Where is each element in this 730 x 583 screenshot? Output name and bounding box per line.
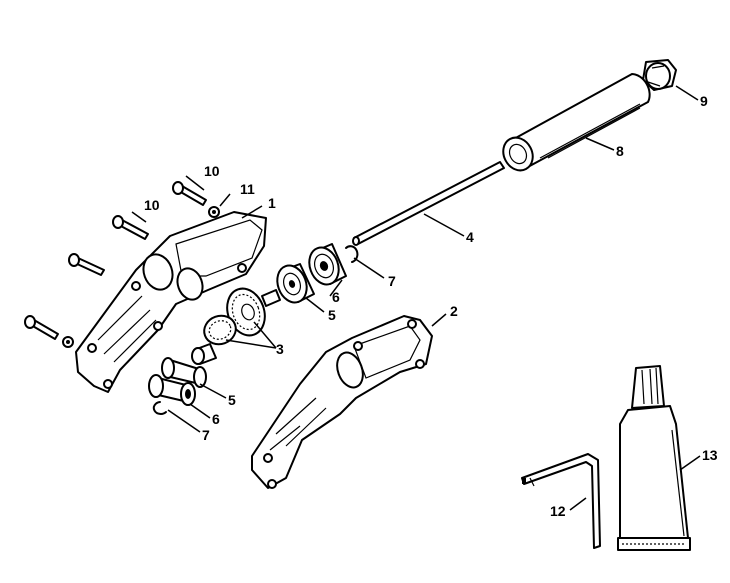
part-8-tube: [502, 73, 651, 172]
part-12-hex-key: [521, 453, 601, 549]
part-5-bearing-upper: [276, 263, 315, 304]
callout-11: 11: [240, 181, 255, 197]
part-10-screw-a: [172, 181, 207, 206]
callout-6-upper: 6: [332, 289, 340, 305]
callout-9: 9: [700, 93, 708, 109]
callout-1: 1: [268, 195, 276, 211]
callout-10-upper: 10: [204, 163, 220, 179]
part-6-bearing-lower: [148, 374, 196, 406]
leader-lines: [131, 85, 701, 511]
callout-8: 8: [616, 143, 624, 159]
callout-10-lower: 10: [144, 197, 160, 213]
part-7-circlip-lower: [152, 401, 167, 415]
part-9-end-cap: [642, 59, 677, 91]
part-11-washer-b: [62, 336, 74, 348]
part-2-housing-half: [251, 315, 433, 489]
part-10-screw-c: [68, 253, 105, 276]
part-10-screw-b: [112, 215, 149, 240]
callout-5-lower: 5: [228, 392, 236, 408]
part-6-bearing-upper: [308, 243, 347, 286]
callout-5-upper: 5: [328, 307, 336, 323]
callout-12: 12: [550, 503, 566, 519]
part-10-screw-d: [24, 315, 59, 340]
part-11-washer-a: [208, 206, 220, 218]
part-3-bevel-gears: [191, 287, 281, 365]
callout-7-lower: 7: [202, 427, 210, 443]
callout-2: 2: [450, 303, 458, 319]
callout-7-upper: 7: [388, 273, 396, 289]
callout-4: 4: [466, 229, 474, 245]
callout-13: 13: [702, 447, 718, 463]
part-13-grease-tube: [617, 365, 691, 551]
part-1-housing-half: [75, 211, 267, 393]
callout-labels: 10 10 11 1 4 7 6 5 3 5 6 7 2 8 9 12 13: [144, 93, 718, 519]
callout-6-lower: 6: [212, 411, 220, 427]
callout-3: 3: [276, 341, 284, 357]
part-4-shaft: [352, 161, 505, 246]
